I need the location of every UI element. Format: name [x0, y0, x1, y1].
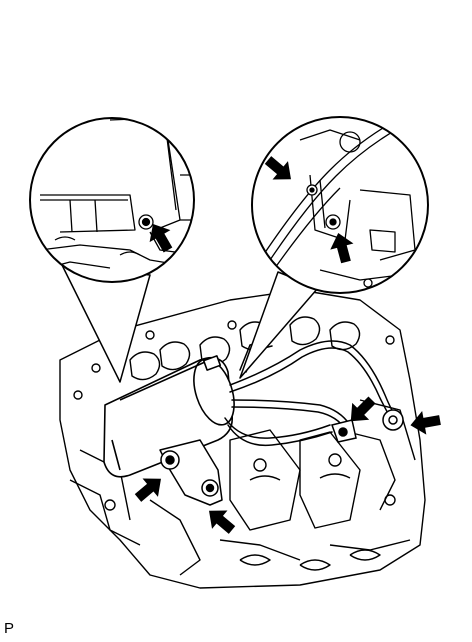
left-detail-view	[29, 117, 195, 383]
right-detail-view	[239, 116, 429, 379]
figure-code-label: P	[4, 620, 15, 637]
hose-clamp	[331, 419, 357, 443]
arrow-icon	[130, 469, 169, 508]
vapor-hoses	[224, 339, 399, 447]
canister-bracket	[159, 439, 223, 506]
hose-connector	[382, 409, 404, 431]
arrow-icon	[408, 408, 443, 438]
engine-block	[59, 289, 426, 589]
